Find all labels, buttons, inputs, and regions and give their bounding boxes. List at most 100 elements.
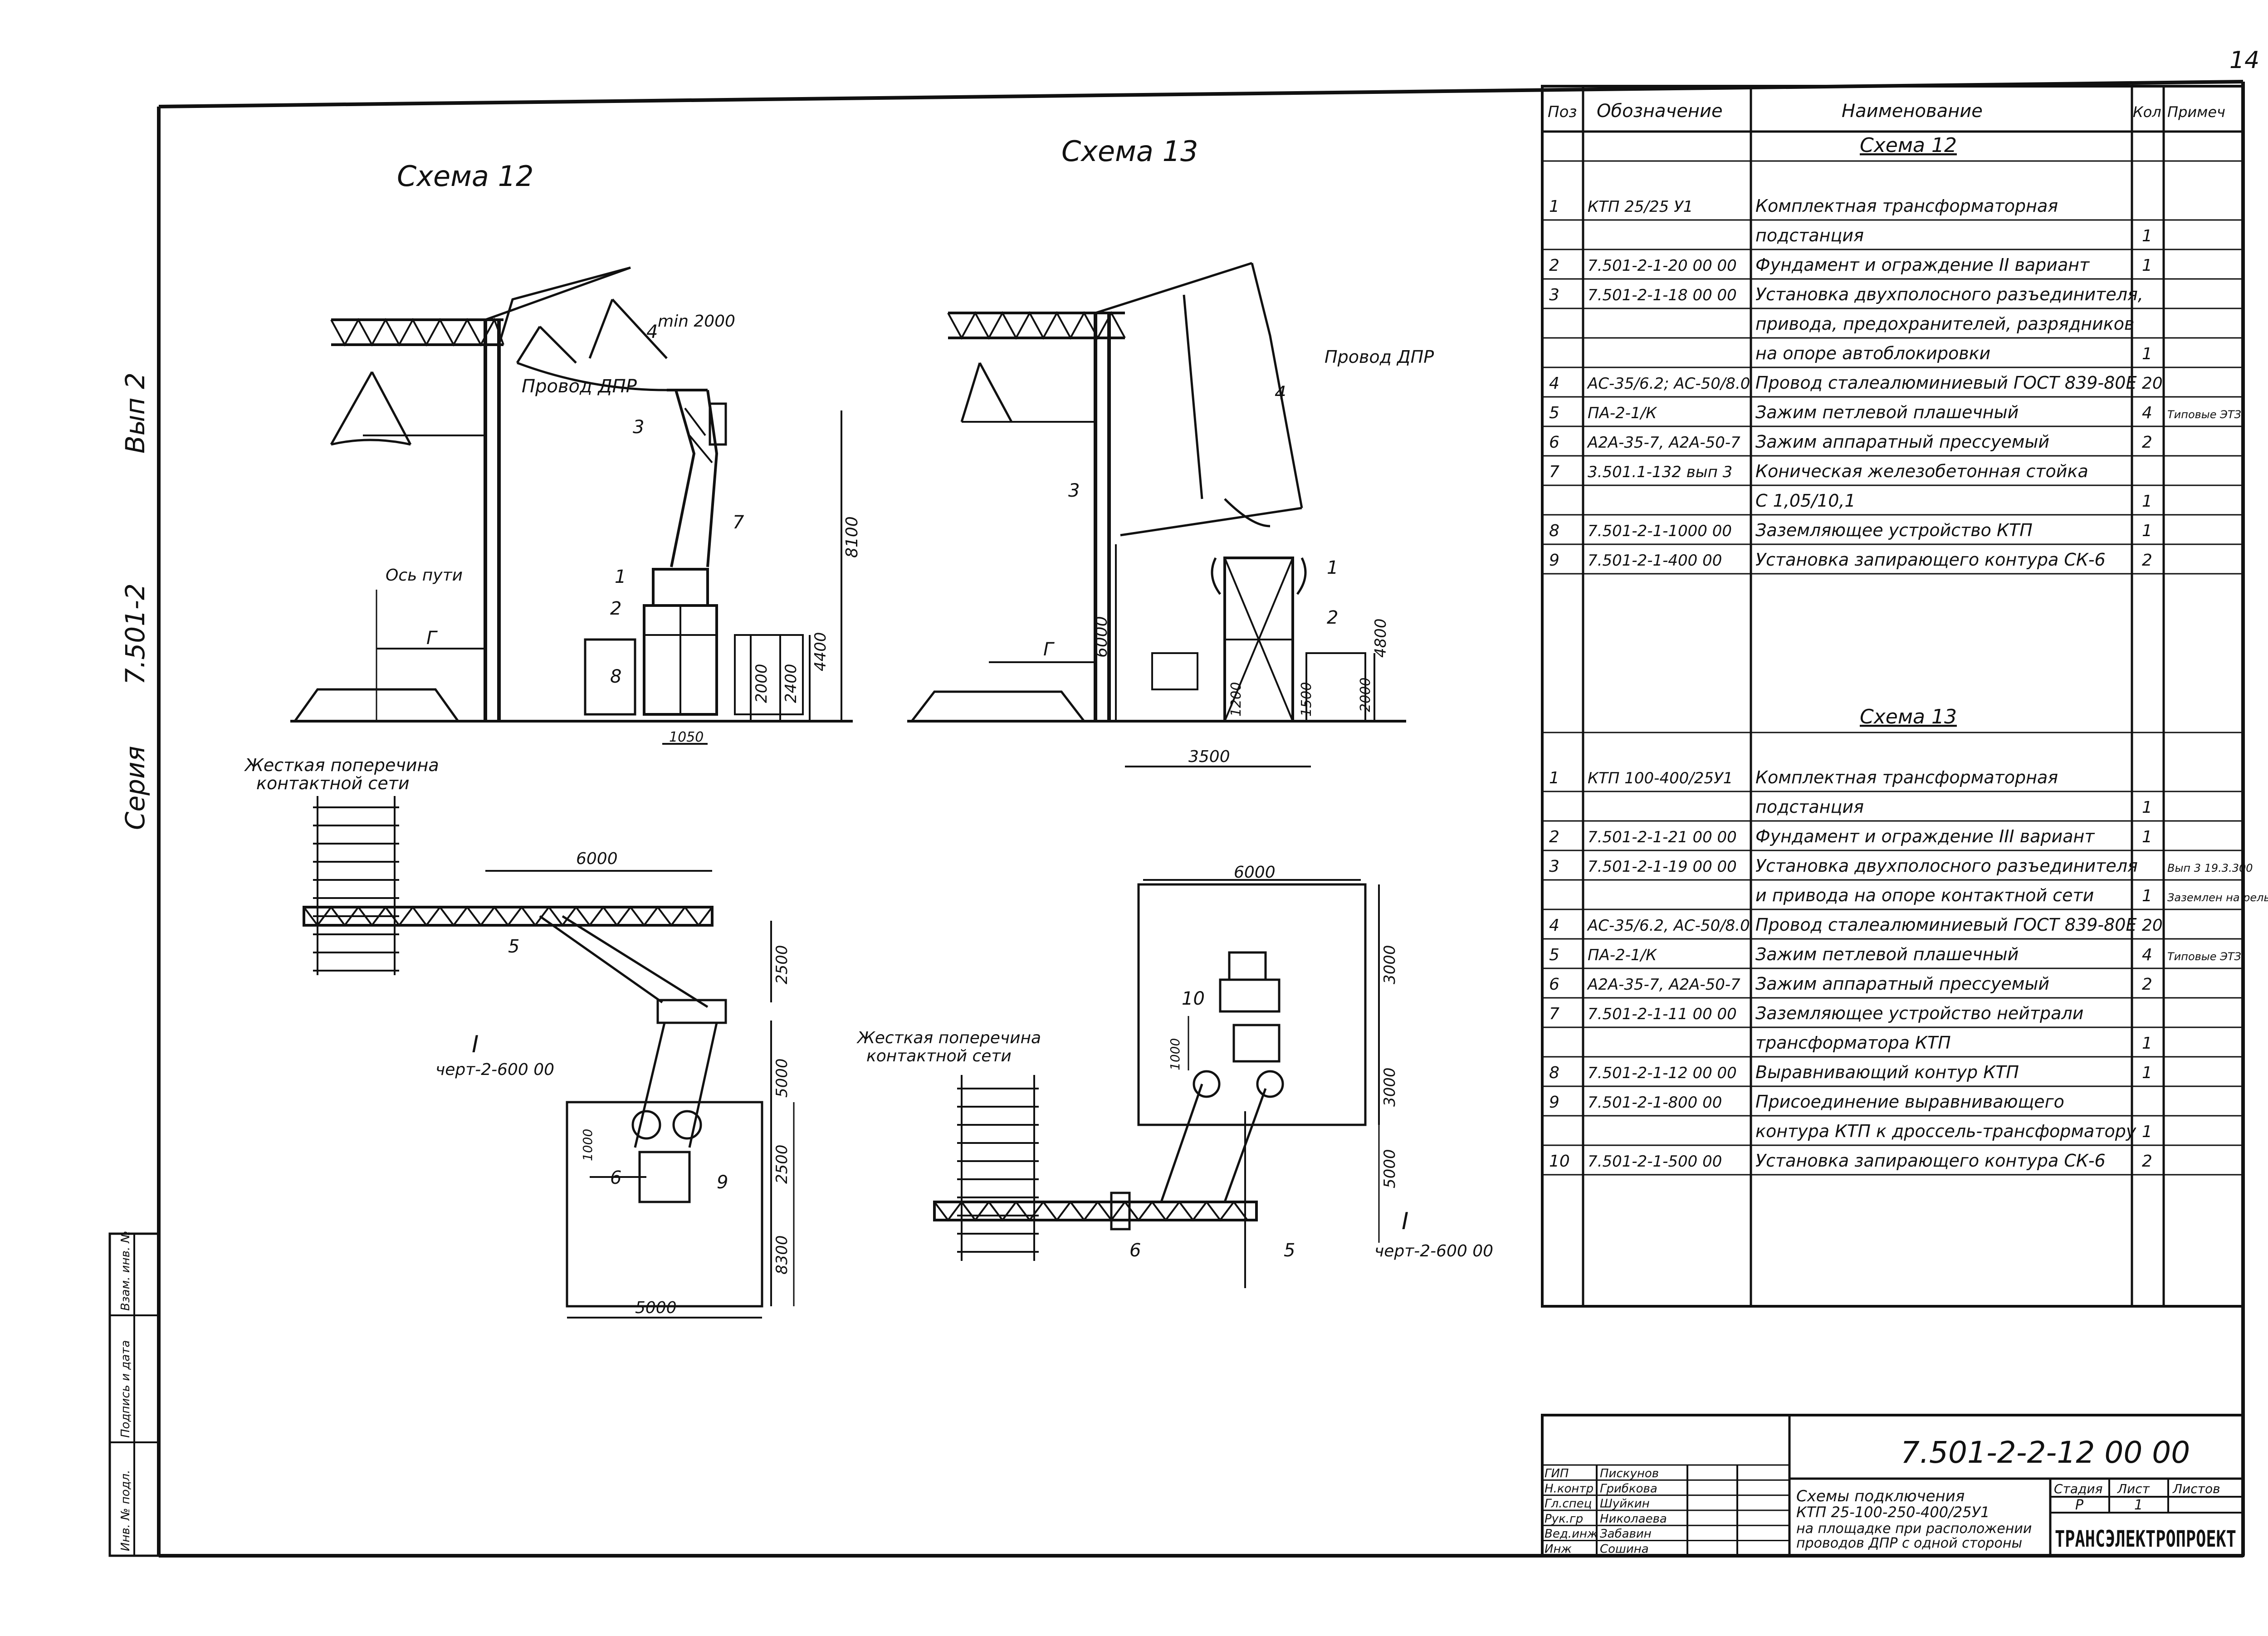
row-note: Заземлен на рельс [2167, 891, 2268, 904]
org-name: ТРАНСЭЛЕКТРОПРОЕКТ [2055, 1526, 2236, 1552]
signer-name: Грибкова [1600, 1482, 1657, 1495]
row-name: Установка запирающего контура СК-6 [1755, 550, 2106, 570]
s12-dim-2500-low: 2500 [773, 1144, 791, 1184]
row-pos: 3 [1549, 286, 1559, 304]
margin-stamp: Взам. инв. № Подпись и дата Инв. № подл. [108, 1231, 160, 1557]
row-qty: 1 [2142, 492, 2152, 511]
s13-pos-3: 3 [1068, 480, 1080, 501]
stamp-cell-replace: Взам. инв. № [119, 1231, 132, 1311]
title-line-4: проводов ДПР с одной стороны [1796, 1535, 2022, 1551]
s12-dim-5000-h: 5000 [635, 1299, 677, 1317]
s12-dim-8300: 8300 [773, 1235, 791, 1275]
table-grid [1542, 160, 2243, 1176]
row-pos: 4 [1549, 374, 1559, 393]
row-pos: 8 [1549, 522, 1559, 540]
s13-pos-5: 5 [1284, 1240, 1295, 1261]
s13-crossbar-label-1: Жесткая поперечина [856, 1029, 1041, 1047]
issue-label: Вып 2 [120, 372, 151, 454]
s13-pos-2: 2 [1327, 607, 1338, 628]
sheet-number: 14 [2229, 47, 2259, 74]
s12-pos-9: 9 [717, 1172, 728, 1193]
s12-wire-side-label: min 2000 [658, 312, 735, 331]
s12-dim-1050: 1050 [669, 729, 704, 745]
s13-pos-1: 1 [1327, 557, 1338, 578]
row-qty: 1 [2142, 1064, 2152, 1082]
s12-pos-3: 3 [633, 417, 644, 438]
header-name: Наименование [1842, 101, 1983, 122]
left-margin: Вып 2 7.501-2 Серия Взам. инв. № Подпись… [108, 372, 160, 1557]
signer-name: Пискунов [1600, 1467, 1659, 1480]
row-name: Фундамент и ограждение II вариант [1755, 255, 2090, 275]
row-note: Вып 3 19.3.300 [2167, 862, 2253, 874]
row-name: и привода на опоре контактной сети [1755, 885, 2094, 905]
s13-section-ref: черт-2-600 00 [1374, 1242, 1493, 1260]
row-name: подстанция [1755, 225, 1864, 245]
row-qty: 2 [2142, 433, 2152, 452]
doc-code: 7.501-2-2-12 00 00 [1901, 1435, 2190, 1470]
signer-name: Забавин [1600, 1527, 1652, 1541]
stage-label: Стадия [2054, 1481, 2102, 1496]
row-qty: 1 [2142, 798, 2152, 817]
s13-dim-3000-low: 3000 [1381, 1067, 1399, 1107]
signer-name: Сошина [1600, 1543, 1649, 1556]
row-qty: 1 [2142, 522, 2152, 540]
row-code: ПА-2-1/К [1588, 404, 1657, 422]
row-name: Установка запирающего контура СК-6 [1755, 1151, 2106, 1171]
row-pos: 6 [1549, 433, 1559, 452]
header-code: Обозначение [1597, 101, 1723, 122]
s13-dim-6000-v: 6000 [1092, 616, 1111, 658]
signer-name: Николаева [1600, 1512, 1667, 1526]
row-code: 7.501-2-1-800 00 [1588, 1094, 1722, 1112]
row-name: Заземляющее устройство КТП [1755, 520, 2033, 540]
row-code: АС-35/6.2, АС-50/8.0 [1587, 917, 1750, 935]
row-name: Коническая железобетонная стойка [1755, 461, 2088, 481]
row-code: 7.501-2-1-1000 00 [1588, 522, 1732, 540]
row-code: 3.501.1-132 вып 3 [1588, 463, 1732, 481]
row-qty: 1 [2142, 828, 2152, 846]
row-pos: 8 [1549, 1064, 1559, 1082]
signer-role: Гл.спец [1545, 1497, 1592, 1511]
row-pos: 4 [1549, 916, 1559, 935]
row-code: А2А-35-7, А2А-50-7 [1587, 434, 1740, 452]
row-name: Комплектная трансформаторная [1755, 196, 2058, 216]
row-pos: 10 [1549, 1152, 1570, 1171]
s13-wire-label: Провод ДПР [1325, 347, 1434, 367]
s13-pos-10: 10 [1182, 988, 1205, 1009]
signer-grid [1542, 1464, 1789, 1541]
s12-dim-2400: 2400 [782, 664, 800, 703]
s12-pos-4: 4 [646, 322, 658, 342]
s13-dim-1000: 1000 [1168, 1038, 1183, 1070]
series-code: 7.501-2 [120, 583, 151, 685]
s12-dim-2000: 2000 [753, 664, 771, 703]
row-pos: 5 [1549, 404, 1559, 422]
s13-pos-6: 6 [1129, 1240, 1141, 1261]
row-pos: 1 [1549, 197, 1559, 216]
row-qty: 4 [2142, 946, 2152, 964]
s12-wire-label: Провод ДПР [522, 376, 637, 397]
row-note: Типовые ЭТЗ [2167, 408, 2241, 421]
s12-pos-5: 5 [508, 936, 519, 957]
row-qty: 1 [2142, 256, 2152, 275]
scheme-12: Схема 12 [244, 160, 861, 1319]
row-name: Зажим аппаратный прессуемый [1755, 974, 2049, 994]
row-pos: 6 [1549, 975, 1559, 994]
stage-value: Р [2075, 1497, 2084, 1513]
s12-pos-2: 2 [610, 598, 621, 619]
s12-dim-4400: 4400 [811, 632, 830, 671]
s12-section-mark: I [472, 1031, 479, 1058]
